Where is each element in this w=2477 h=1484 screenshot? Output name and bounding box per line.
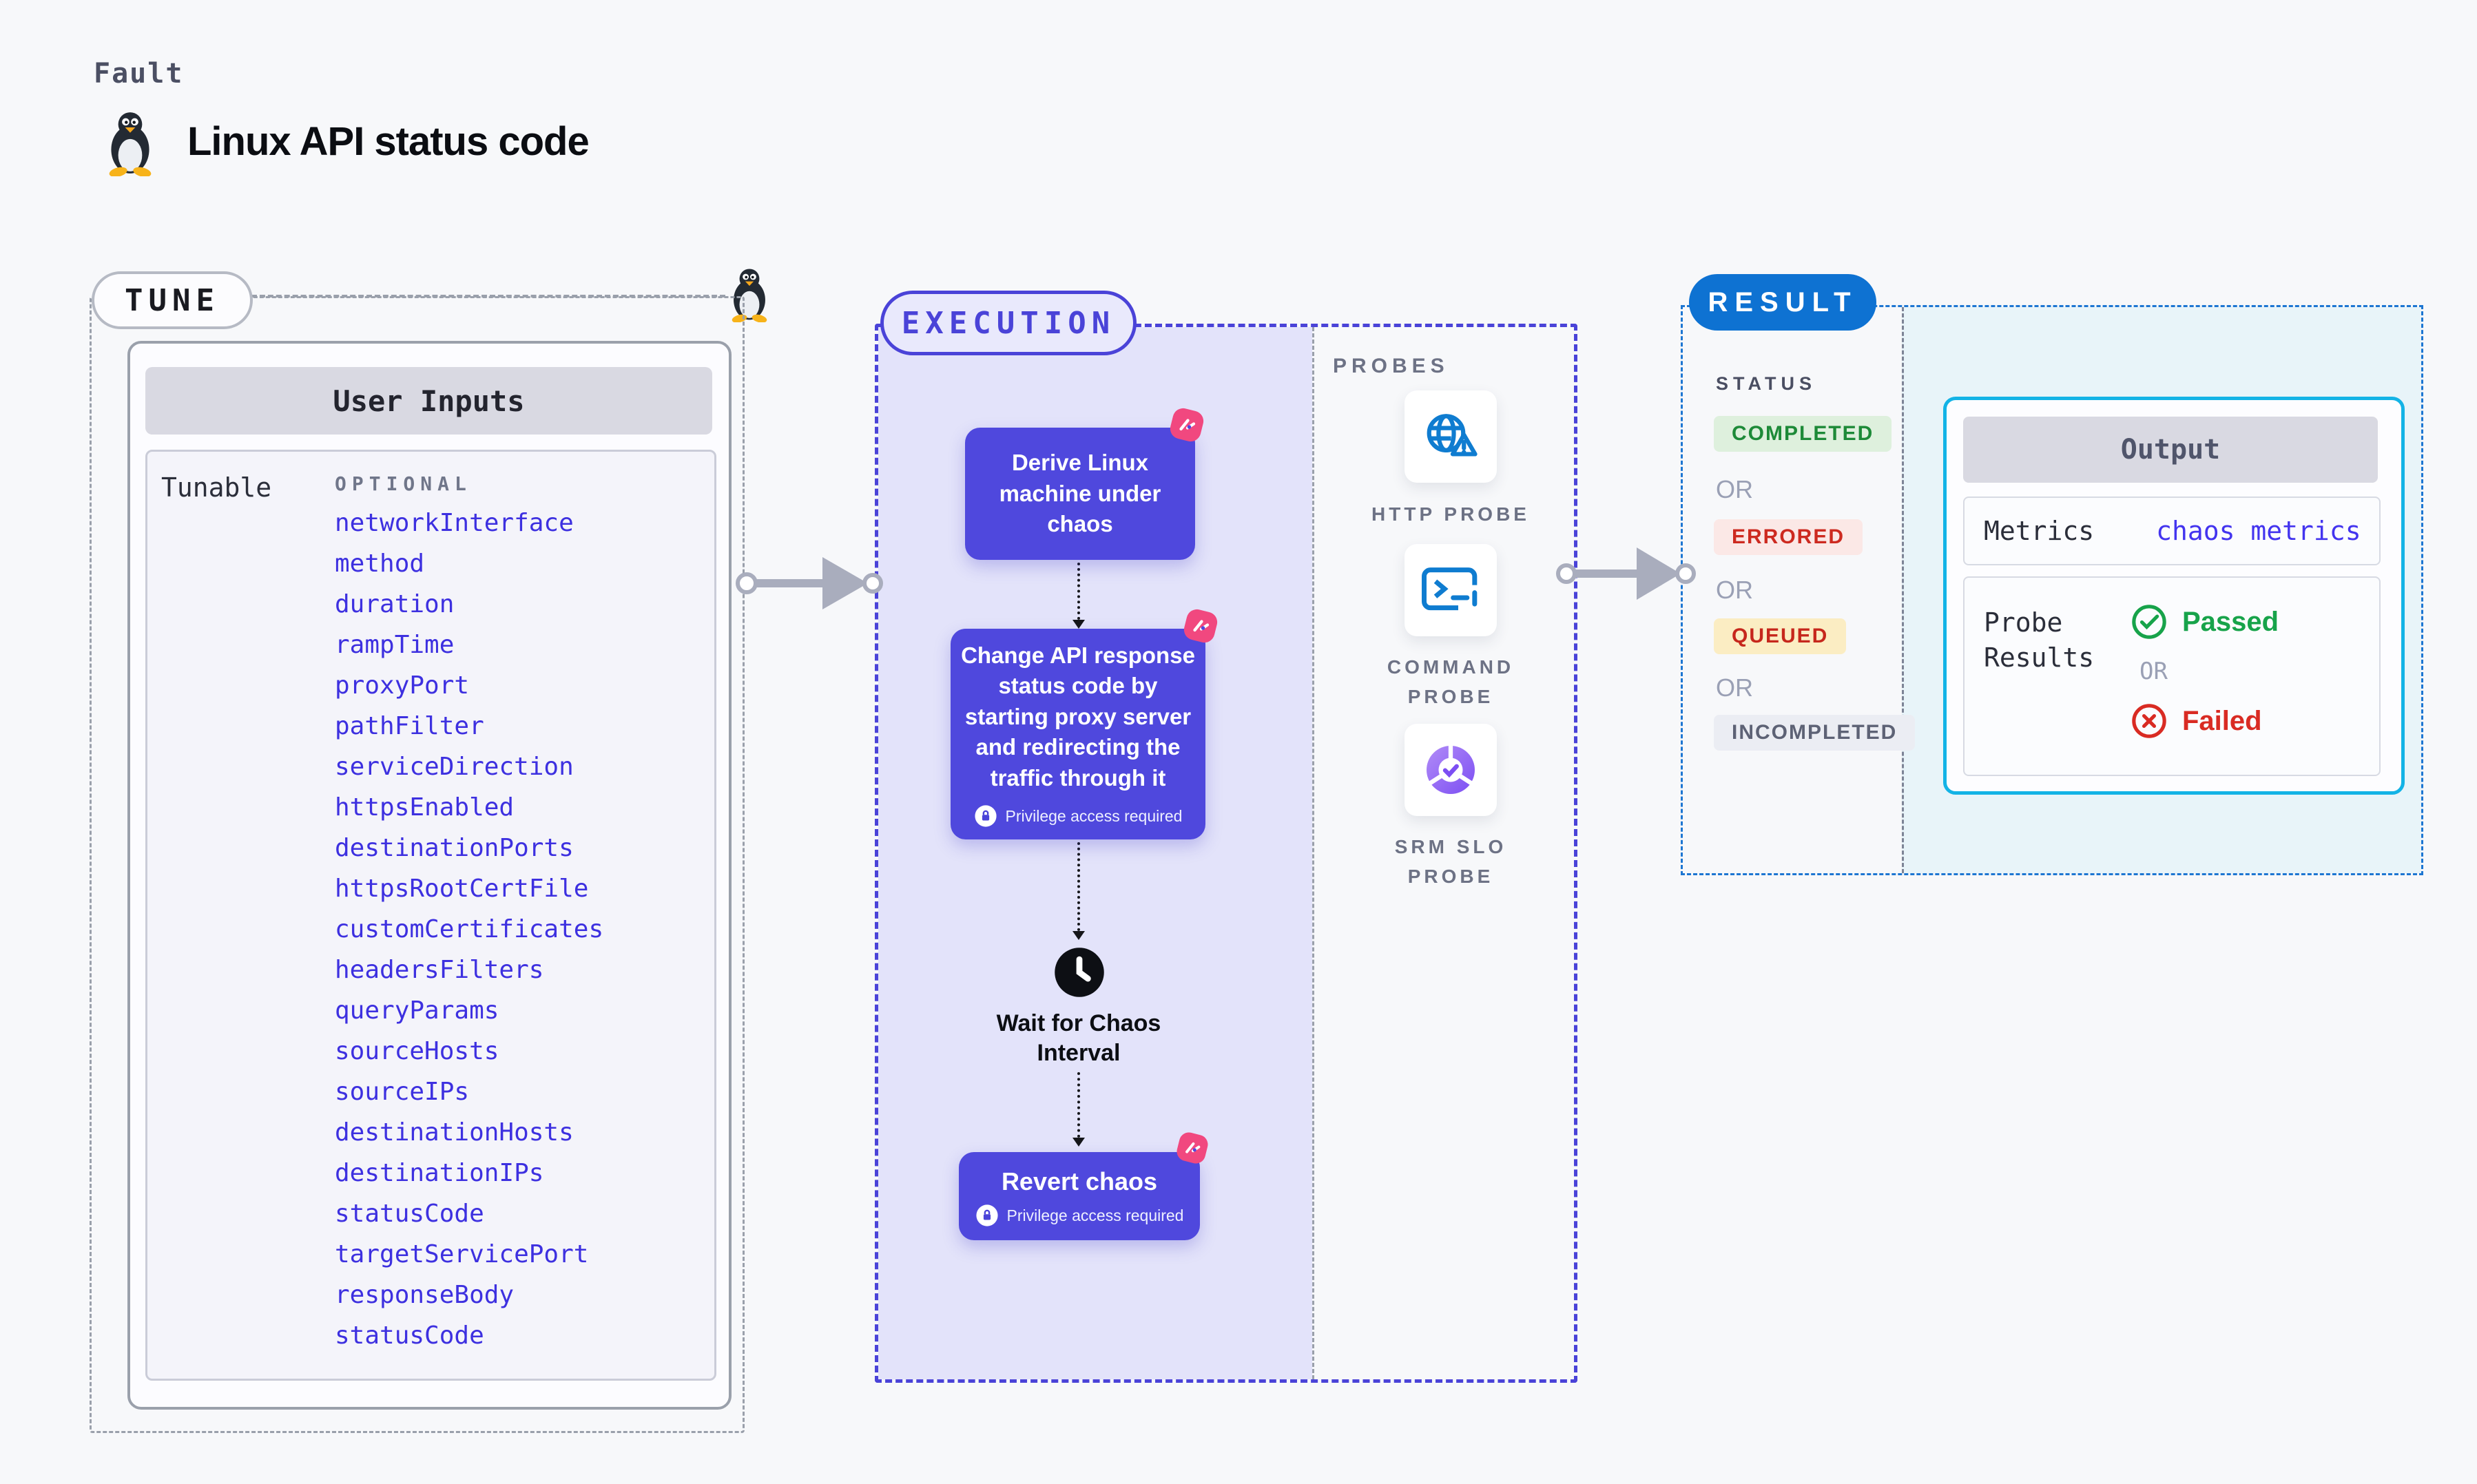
status-or: OR — [1716, 475, 1753, 503]
user-inputs-title: User Inputs — [145, 367, 712, 435]
lock-icon — [974, 805, 997, 827]
tunable-param[interactable]: statusCode — [335, 1200, 484, 1228]
tunable-param[interactable]: sourceIPs — [335, 1078, 470, 1106]
srm-slo-probe-label: SRM SLO PROBE — [1394, 836, 1507, 888]
tune-stage-pill: TUNE — [92, 271, 253, 329]
metrics-row: Metrics chaos metrics — [1963, 497, 2381, 565]
result-stage-pill: RESULT — [1689, 274, 1876, 331]
flow-node-derive-text: Derive Linux machine under chaos — [999, 450, 1161, 537]
tunable-param[interactable]: pathFilter — [335, 712, 484, 740]
tunable-param[interactable]: serviceDirection — [335, 753, 574, 781]
output-card: Output Metrics chaos metrics Probe Resul… — [1943, 397, 2405, 795]
status-heading: STATUS — [1716, 373, 1816, 394]
probe-result-failed: Failed — [2130, 702, 2279, 740]
flow-node-change-status-text: Change API response status code by start… — [961, 642, 1195, 791]
probe-result-or: OR — [2139, 658, 2168, 685]
status-or: OR — [1716, 673, 1753, 702]
flow-node-derive: Derive Linux machine under chaos — [965, 428, 1195, 560]
command-probe-card — [1405, 544, 1497, 636]
x-circle-icon — [2132, 704, 2166, 738]
result-section: STATUS COMPLETED OR ERRORED OR QUEUED OR… — [1681, 305, 2423, 875]
tunable-param-list: networkInterface method duration rampTim… — [335, 503, 693, 1356]
flow-node-revert: Revert chaos Privilege access required — [959, 1152, 1200, 1240]
lock-icon — [975, 1204, 998, 1226]
terminal-icon — [1422, 567, 1478, 611]
status-badge-incompleted: INCOMPLETED — [1714, 715, 1916, 751]
fault-kicker: Fault — [94, 58, 184, 90]
status-or: OR — [1716, 576, 1753, 604]
probe-results-values: Passed OR Failed — [2130, 603, 2279, 740]
status-badge-completed: COMPLETED — [1714, 416, 1892, 452]
tunable-param[interactable]: duration — [335, 590, 455, 618]
execution-section: Derive Linux machine under chaos Change … — [875, 324, 1577, 1383]
tunable-param[interactable]: destinationHosts — [335, 1118, 574, 1147]
tunable-param[interactable]: method — [335, 550, 425, 578]
flow-arrow-3 — [1070, 1072, 1087, 1147]
output-title: Output — [1963, 417, 2378, 483]
page-title: Linux API status code — [187, 119, 590, 164]
tunable-param[interactable]: statusCode — [335, 1321, 484, 1350]
tunable-param[interactable]: destinationPorts — [335, 834, 574, 862]
srm-slo-probe-card — [1405, 724, 1497, 816]
tune-to-execution-arrow — [736, 557, 883, 609]
tunable-row-label: Tunable — [161, 472, 272, 503]
tunable-param[interactable]: responseBody — [335, 1281, 515, 1309]
tune-section: User Inputs Tunable OPTIONAL networkInte… — [90, 296, 745, 1433]
check-circle-icon — [2132, 605, 2166, 639]
tunable-param[interactable]: sourceHosts — [335, 1037, 499, 1065]
globe-alert-icon — [1427, 414, 1478, 457]
status-badge-errored: ERRORED — [1714, 519, 1863, 555]
http-probe-card — [1405, 390, 1497, 483]
probes-heading: PROBES — [1333, 355, 1449, 377]
chaos-logo-icon — [1166, 404, 1208, 446]
http-probe-label: HTTP PROBE — [1371, 503, 1530, 525]
privilege-note: Privilege access required — [974, 804, 1182, 828]
flow-arrow-2 — [1070, 842, 1087, 940]
penguin-icon — [102, 109, 158, 177]
status-output-separator — [1902, 307, 1904, 873]
tunable-param[interactable]: destinationIPs — [335, 1159, 544, 1187]
tunable-param[interactable]: httpsEnabled — [335, 793, 515, 822]
tunable-param[interactable]: targetServicePort — [335, 1240, 589, 1268]
tunable-param[interactable]: headersFilters — [335, 956, 544, 984]
tunables-table: Tunable OPTIONAL networkInterface method… — [145, 450, 716, 1381]
tunable-param[interactable]: queryParams — [335, 996, 499, 1025]
probe-results-label: Probe Results — [1984, 607, 2095, 673]
privilege-note: Privilege access required — [975, 1204, 1183, 1227]
slo-gauge-icon — [1427, 744, 1475, 794]
user-inputs-card: User Inputs Tunable OPTIONAL networkInte… — [127, 341, 732, 1410]
tunable-param[interactable]: networkInterface — [335, 509, 574, 537]
tunable-param[interactable]: customCertificates — [335, 915, 604, 943]
chaos-logo-icon — [1173, 1129, 1214, 1170]
tunable-param[interactable]: httpsRootCertFile — [335, 875, 589, 903]
probe-results-row: Probe Results Passed OR Failed — [1963, 576, 2381, 776]
optional-column-label: OPTIONAL — [335, 472, 472, 495]
probe-result-passed: Passed — [2130, 603, 2279, 641]
chaos-logo-icon — [1180, 605, 1221, 647]
execution-to-result-arrow — [1556, 547, 1696, 600]
flow-node-change-status: Change API response status code by start… — [951, 629, 1205, 839]
status-badge-queued: QUEUED — [1714, 618, 1847, 654]
flow-arrow-1 — [1070, 563, 1087, 629]
tunable-param[interactable]: rampTime — [335, 631, 455, 659]
clock-icon — [1053, 945, 1106, 999]
chaos-metrics-link[interactable]: chaos metrics — [2156, 516, 2361, 546]
execution-stage-pill: EXECUTION — [880, 291, 1137, 355]
tunable-param[interactable]: proxyPort — [335, 671, 470, 700]
metrics-label: Metrics — [1984, 516, 2095, 546]
probes-separator-line — [1312, 327, 1314, 1379]
flow-node-revert-text: Revert chaos — [1001, 1167, 1158, 1195]
command-probe-label: COMMAND PROBE — [1387, 656, 1515, 708]
wait-for-chaos-label: Wait for Chaos Interval — [996, 1010, 1161, 1066]
